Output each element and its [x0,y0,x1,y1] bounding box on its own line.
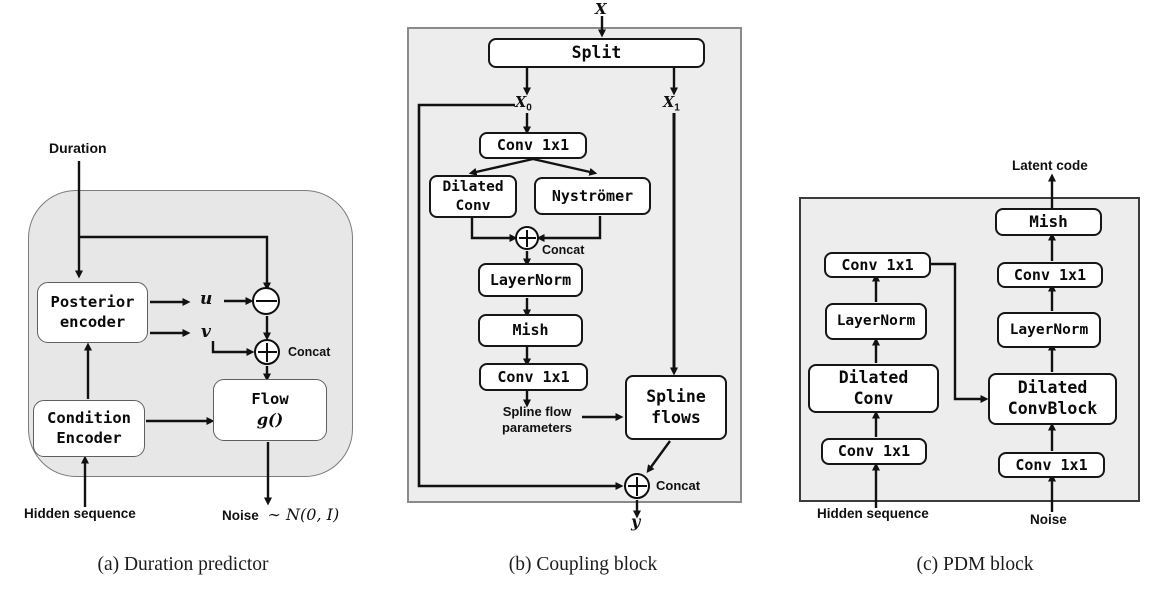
hidden-sequence-label-c: Hidden sequence [817,506,929,521]
x1-label: X1 [663,94,680,114]
conv1x1-left-top-node-c: Conv 1x1 [824,252,931,278]
dilated-conv-node-b: Dilated Conv [429,175,517,218]
condition-encoder-node: Condition Encoder [33,400,145,457]
conv1x1-right-bottom-node-c: Conv 1x1 [998,452,1105,478]
posterior-encoder-line2: encoder [59,312,126,331]
input-x-label: X [595,0,607,18]
spline-flows-node: Spline flows [625,375,727,440]
split-node: Split [488,38,705,68]
noise-distribution: ∼ N(0, I) [267,505,340,524]
layernorm-left-node-c: LayerNorm [825,303,927,340]
layernorm-node-b: LayerNorm [478,263,583,297]
layernorm-right-node-c: LayerNorm [997,312,1101,348]
dilated-convblock-node-c: Dilated ConvBlock [988,373,1117,425]
flow-g-function: g() [256,409,284,429]
hidden-sequence-label-a: Hidden sequence [24,506,136,521]
flow-line1: Flow [251,390,289,409]
output-y-label: y [631,512,641,531]
noise-output-label: Noise ∼ N(0, I) [222,505,339,524]
spline-flow-parameters-label: Spline flow parameters [501,404,573,435]
var-u-label: u [200,289,213,309]
mish-node-b: Mish [478,314,583,347]
nystromer-node: Nyströmer [534,177,651,215]
plus-circle-icon [515,226,539,250]
caption-c: (c) PDM block [916,554,1034,575]
caption-a: (a) Duration predictor [97,554,269,575]
caption-b: (b) Coupling block [508,554,658,575]
duration-label: Duration [49,140,107,156]
concat-label-b-mid: Concat [542,243,585,257]
conv1x1-left-bottom-node-c: Conv 1x1 [821,438,927,465]
plus-circle-icon [254,339,280,365]
var-v-label: v [201,322,211,342]
conv1x1-right-top-node-c: Conv 1x1 [997,262,1103,288]
latent-code-label: Latent code [1012,158,1088,173]
flow-node: Flow g() [213,379,327,441]
conv1x1-bottom-node-b: Conv 1x1 [479,363,588,391]
x0-label: X0 [515,94,532,114]
concat-label-a: Concat [288,345,331,359]
plus-circle-icon [624,473,650,499]
conv1x1-top-node-b: Conv 1x1 [479,132,587,159]
split-label: Split [571,42,622,62]
noise-word: Noise [222,508,259,523]
noise-label-c: Noise [1030,512,1067,527]
dilated-conv-node-c: Dilated Conv [808,364,939,413]
posterior-encoder-line1: Posterior [50,293,135,312]
concat-label-b-bottom: Concat [656,478,701,493]
posterior-encoder-node: Posterior encoder [37,282,148,343]
mish-node-c: Mish [995,208,1102,236]
condition-encoder-line2: Encoder [56,428,122,447]
minus-circle-icon [252,287,280,315]
condition-encoder-line1: Condition [47,409,131,428]
